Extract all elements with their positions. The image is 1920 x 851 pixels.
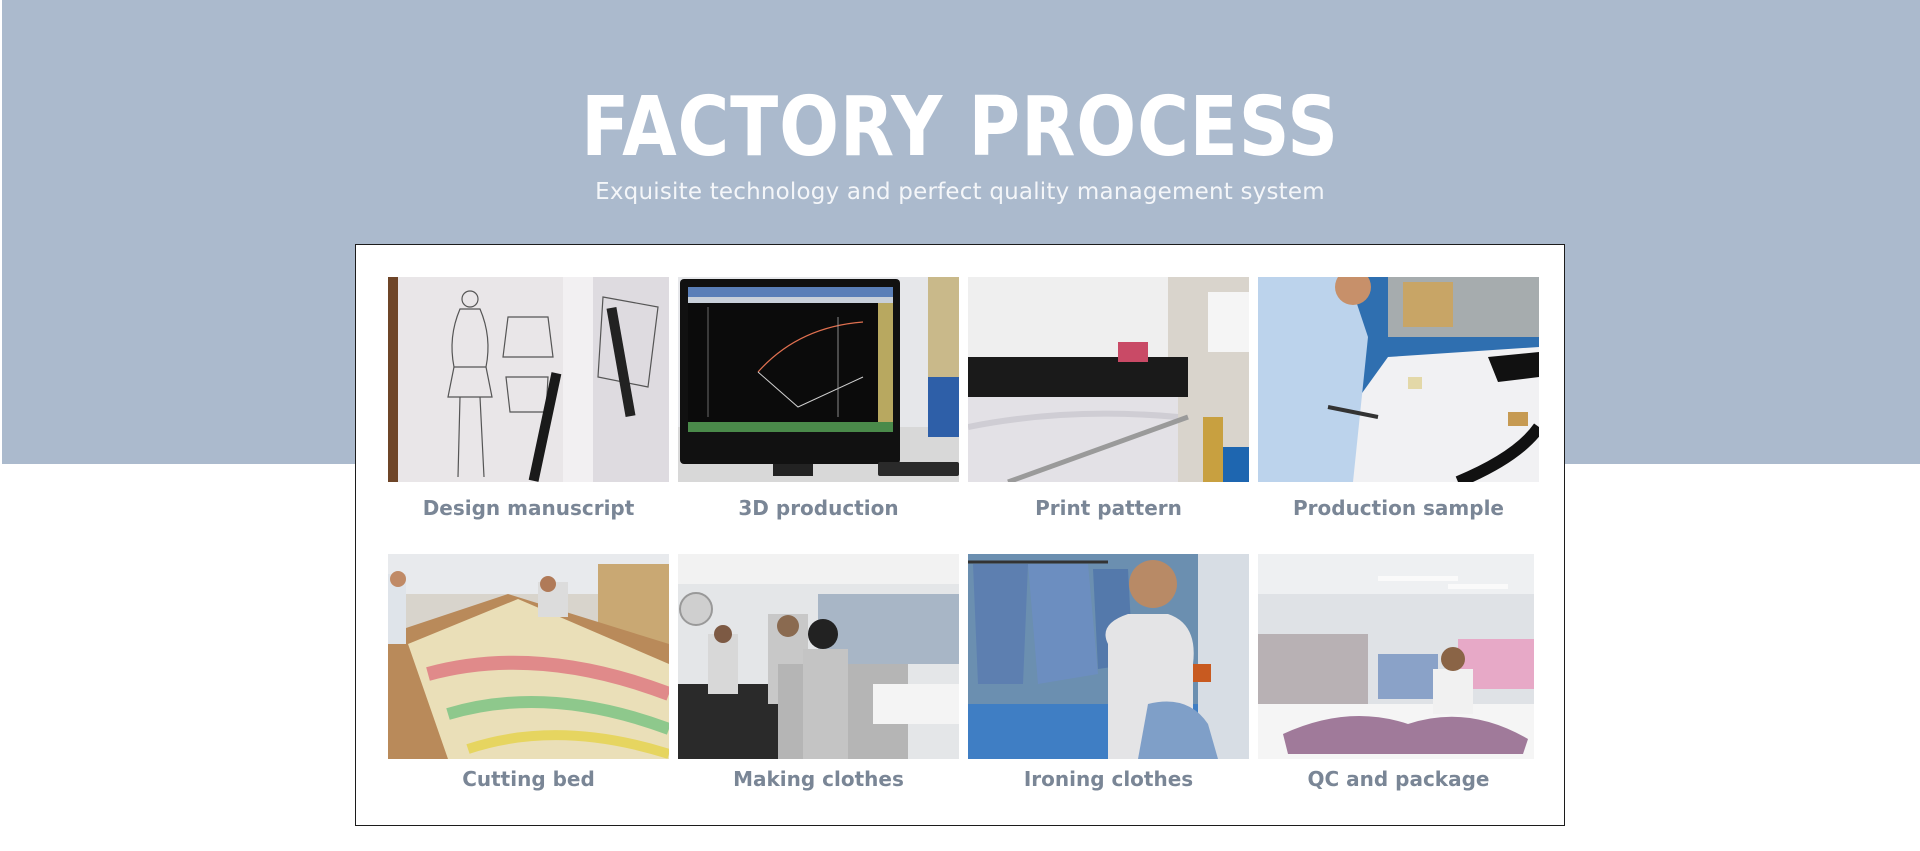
step-label: QC and package <box>1307 767 1490 791</box>
step-label: Production sample <box>1292 496 1504 520</box>
process-grid-panel: Design manuscript <box>355 244 1565 826</box>
ironing-station-photo <box>968 554 1249 759</box>
step-label: 3D production <box>738 496 899 520</box>
fabric-cutting-scissors-photo <box>1258 277 1539 482</box>
fabric-layering-table-photo <box>388 554 669 759</box>
step-label: Cutting bed <box>462 767 595 791</box>
quality-check-packing-photo <box>1258 554 1539 759</box>
pattern-software-monitor-photo <box>678 277 959 482</box>
sewing-workshop-photo <box>678 554 959 759</box>
step-label: Design manuscript <box>422 496 635 520</box>
plotter-printer-photo <box>968 277 1249 482</box>
step-label: Making clothes <box>733 767 904 791</box>
page-subtitle: Exquisite technology and perfect quality… <box>595 179 1325 205</box>
page-title: FACTORY PROCESS <box>581 80 1339 175</box>
step-label: Print pattern <box>1035 496 1182 520</box>
step-label: Ironing clothes <box>1023 767 1194 791</box>
fashion-sketch-photo <box>388 277 669 482</box>
